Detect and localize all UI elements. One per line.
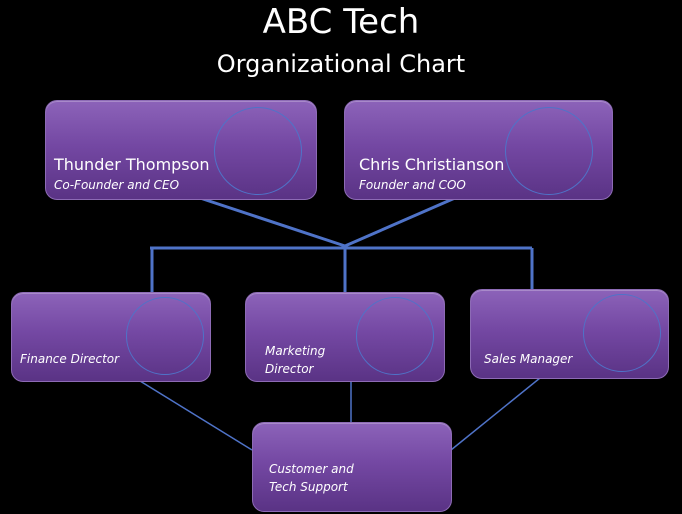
finance-director-box[interactable]: Finance Director: [11, 292, 211, 382]
executive-role: Founder and COO: [359, 178, 466, 192]
photo-placeholder-icon: [505, 107, 593, 195]
support-role-line1: Customer and: [269, 462, 354, 476]
department-role: Sales Manager: [484, 352, 573, 366]
photo-placeholder-icon: [583, 294, 661, 372]
executive-name: Thunder Thompson: [54, 155, 210, 174]
photo-placeholder-icon: [214, 107, 302, 195]
connector-finance-support: [139, 380, 253, 451]
photo-placeholder-icon: [126, 297, 204, 375]
support-role-line2: Tech Support: [269, 480, 348, 494]
photo-placeholder-icon: [356, 297, 434, 375]
marketing-director-box[interactable]: Marketing Director: [245, 292, 445, 382]
executive-role: Co-Founder and CEO: [54, 178, 180, 192]
ceo-box[interactable]: Thunder Thompson Co-Founder and CEO: [45, 100, 317, 200]
sales-manager-box[interactable]: Sales Manager: [470, 289, 669, 379]
support-box[interactable]: Customer and Tech Support: [252, 422, 452, 512]
chart-title: ABC Tech: [262, 2, 420, 42]
department-role-line1: Marketing: [265, 344, 326, 358]
connector-sales-support: [450, 377, 541, 451]
executive-name: Chris Christianson: [359, 155, 505, 174]
connector-coo: [344, 196, 456, 248]
chart-subtitle: Organizational Chart: [216, 50, 466, 78]
connector-ceo: [199, 196, 346, 248]
coo-box[interactable]: Chris Christianson Founder and COO: [344, 100, 613, 200]
department-role-line2: Director: [265, 362, 314, 376]
department-role: Finance Director: [20, 352, 120, 366]
